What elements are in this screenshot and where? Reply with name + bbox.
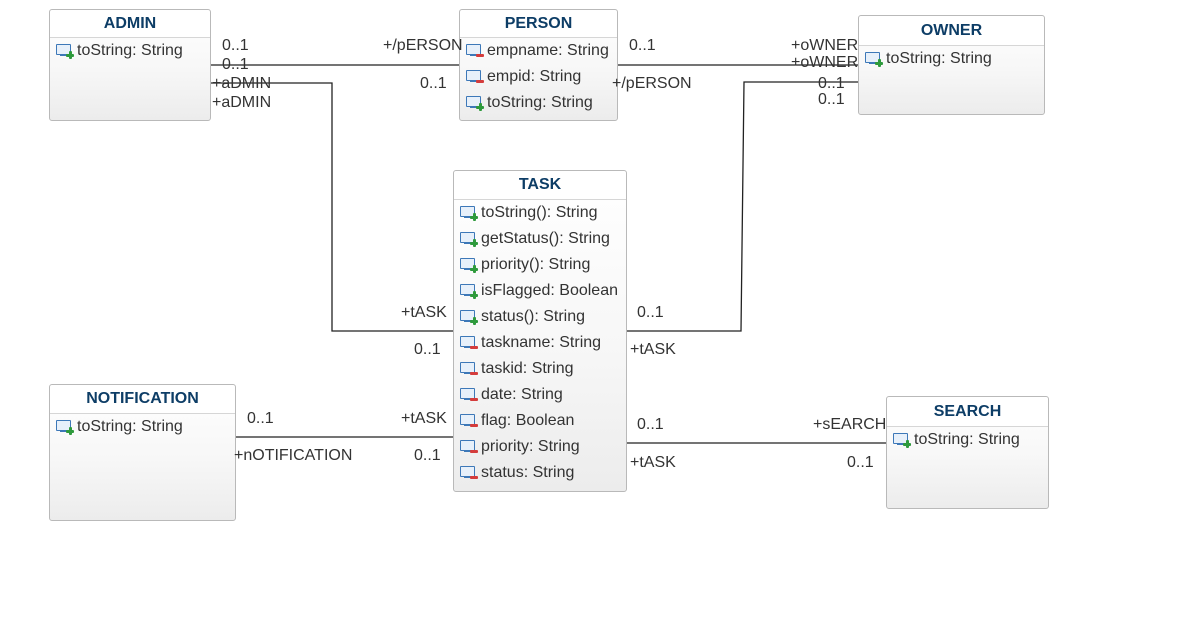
class-person-title: PERSON: [460, 10, 617, 38]
admin-end-multiplicity: 0..1: [222, 56, 249, 73]
task-end-role: +tASK: [630, 454, 676, 471]
owner-end-multiplicity: 0..1: [818, 91, 845, 108]
class-task-title: TASK: [454, 171, 626, 200]
private-member-icon: [466, 69, 484, 85]
private-member-icon: [460, 335, 478, 351]
member-label: date: String: [481, 386, 563, 403]
class-owner-title: OWNER: [859, 16, 1044, 46]
member-label: empid: String: [487, 68, 582, 85]
class-search-title: SEARCH: [887, 397, 1048, 427]
member-label: priority(): String: [481, 256, 591, 273]
private-member-icon: [460, 361, 478, 377]
person-end-multiplicity: 0..1: [420, 75, 447, 92]
admin-end-multiplicity: 0..1: [222, 37, 249, 54]
task-member-status-method[interactable]: status(): String: [454, 307, 626, 333]
task-member-taskname[interactable]: taskname: String: [454, 333, 626, 359]
task-end-multiplicity: 0..1: [414, 341, 441, 358]
owner-member-tostring[interactable]: toString: String: [859, 49, 1044, 75]
public-member-icon: [460, 231, 478, 247]
public-member-icon: [460, 283, 478, 299]
assoc-owner-task-line: [626, 81, 859, 332]
search-end-multiplicity: 0..1: [847, 454, 874, 471]
task-end-role: +tASK: [401, 304, 447, 321]
task-member-flag[interactable]: flag: Boolean: [454, 411, 626, 437]
search-member-tostring[interactable]: toString: String: [887, 430, 1048, 456]
member-label: toString: String: [914, 431, 1020, 448]
task-end-role: +tASK: [630, 341, 676, 358]
person-member-tostring[interactable]: toString: String: [460, 93, 617, 119]
private-member-icon: [460, 387, 478, 403]
owner-end-multiplicity: 0..1: [637, 304, 664, 321]
member-label: priority: String: [481, 438, 580, 455]
class-search[interactable]: SEARCH toString: String: [886, 396, 1049, 509]
member-label: status: String: [481, 464, 575, 481]
public-member-icon: [893, 432, 911, 448]
notification-end-multiplicity: 0..1: [247, 410, 274, 427]
private-member-icon: [466, 43, 484, 59]
person-end-role: +/pERSON: [383, 37, 463, 54]
member-label: status(): String: [481, 308, 586, 325]
task-member-status[interactable]: status: String: [454, 463, 626, 489]
public-member-icon: [460, 257, 478, 273]
owner-end-role: +oWNER: [791, 54, 859, 71]
public-member-icon: [56, 43, 74, 59]
task-member-isflagged[interactable]: isFlagged: Boolean: [454, 281, 626, 307]
task-member-priority[interactable]: priority: String: [454, 437, 626, 463]
class-notification[interactable]: NOTIFICATION toString: String: [49, 384, 236, 521]
member-label: taskid: String: [481, 360, 574, 377]
admin-member-tostring[interactable]: toString: String: [50, 41, 210, 67]
public-member-icon: [865, 51, 883, 67]
member-label: toString: String: [487, 94, 593, 111]
public-member-icon: [460, 205, 478, 221]
notification-member-tostring[interactable]: toString: String: [50, 417, 235, 443]
class-notification-title: NOTIFICATION: [50, 385, 235, 414]
member-label: toString: String: [886, 50, 992, 67]
owner-end-role: +oWNER: [791, 37, 859, 54]
task-end-role: +tASK: [401, 410, 447, 427]
member-label: toString: String: [77, 42, 183, 59]
task-member-tostring-method[interactable]: toString(): String: [454, 203, 626, 229]
notification-end-role: +nOTIFICATION: [234, 447, 353, 464]
search-end-role: +sEARCH: [813, 416, 887, 433]
member-label: toString: String: [77, 418, 183, 435]
class-person[interactable]: PERSON empname: String empid: String toS…: [459, 9, 618, 121]
public-member-icon: [466, 95, 484, 111]
private-member-icon: [460, 465, 478, 481]
member-label: getStatus(): String: [481, 230, 610, 247]
admin-end-role: +aDMIN: [212, 94, 272, 111]
task-member-priority-method[interactable]: priority(): String: [454, 255, 626, 281]
task-member-getstatus[interactable]: getStatus(): String: [454, 229, 626, 255]
task-member-taskid[interactable]: taskid: String: [454, 359, 626, 385]
class-admin[interactable]: ADMIN toString: String: [49, 9, 211, 121]
owner-end-multiplicity: 0..1: [818, 75, 845, 92]
member-label: flag: Boolean: [481, 412, 575, 429]
class-admin-title: ADMIN: [50, 10, 210, 38]
class-owner[interactable]: OWNER toString: String: [858, 15, 1045, 115]
person-member-empid[interactable]: empid: String: [460, 67, 617, 93]
assoc-admin-task-line: [210, 82, 454, 332]
private-member-icon: [460, 413, 478, 429]
class-task[interactable]: TASK toString(): String getStatus(): Str…: [453, 170, 627, 492]
person-member-empname[interactable]: empname: String: [460, 41, 617, 67]
public-member-icon: [460, 309, 478, 325]
member-label: toString(): String: [481, 204, 598, 221]
member-label: isFlagged: Boolean: [481, 282, 618, 299]
person-end-multiplicity: 0..1: [629, 37, 656, 54]
private-member-icon: [460, 439, 478, 455]
person-end-role: +/pERSON: [612, 75, 692, 92]
admin-end-role: +aDMIN: [212, 75, 272, 92]
task-member-date[interactable]: date: String: [454, 385, 626, 411]
member-label: taskname: String: [481, 334, 602, 351]
public-member-icon: [56, 419, 74, 435]
member-label: empname: String: [487, 42, 609, 59]
task-end-multiplicity: 0..1: [414, 447, 441, 464]
task-end-multiplicity: 0..1: [637, 416, 664, 433]
